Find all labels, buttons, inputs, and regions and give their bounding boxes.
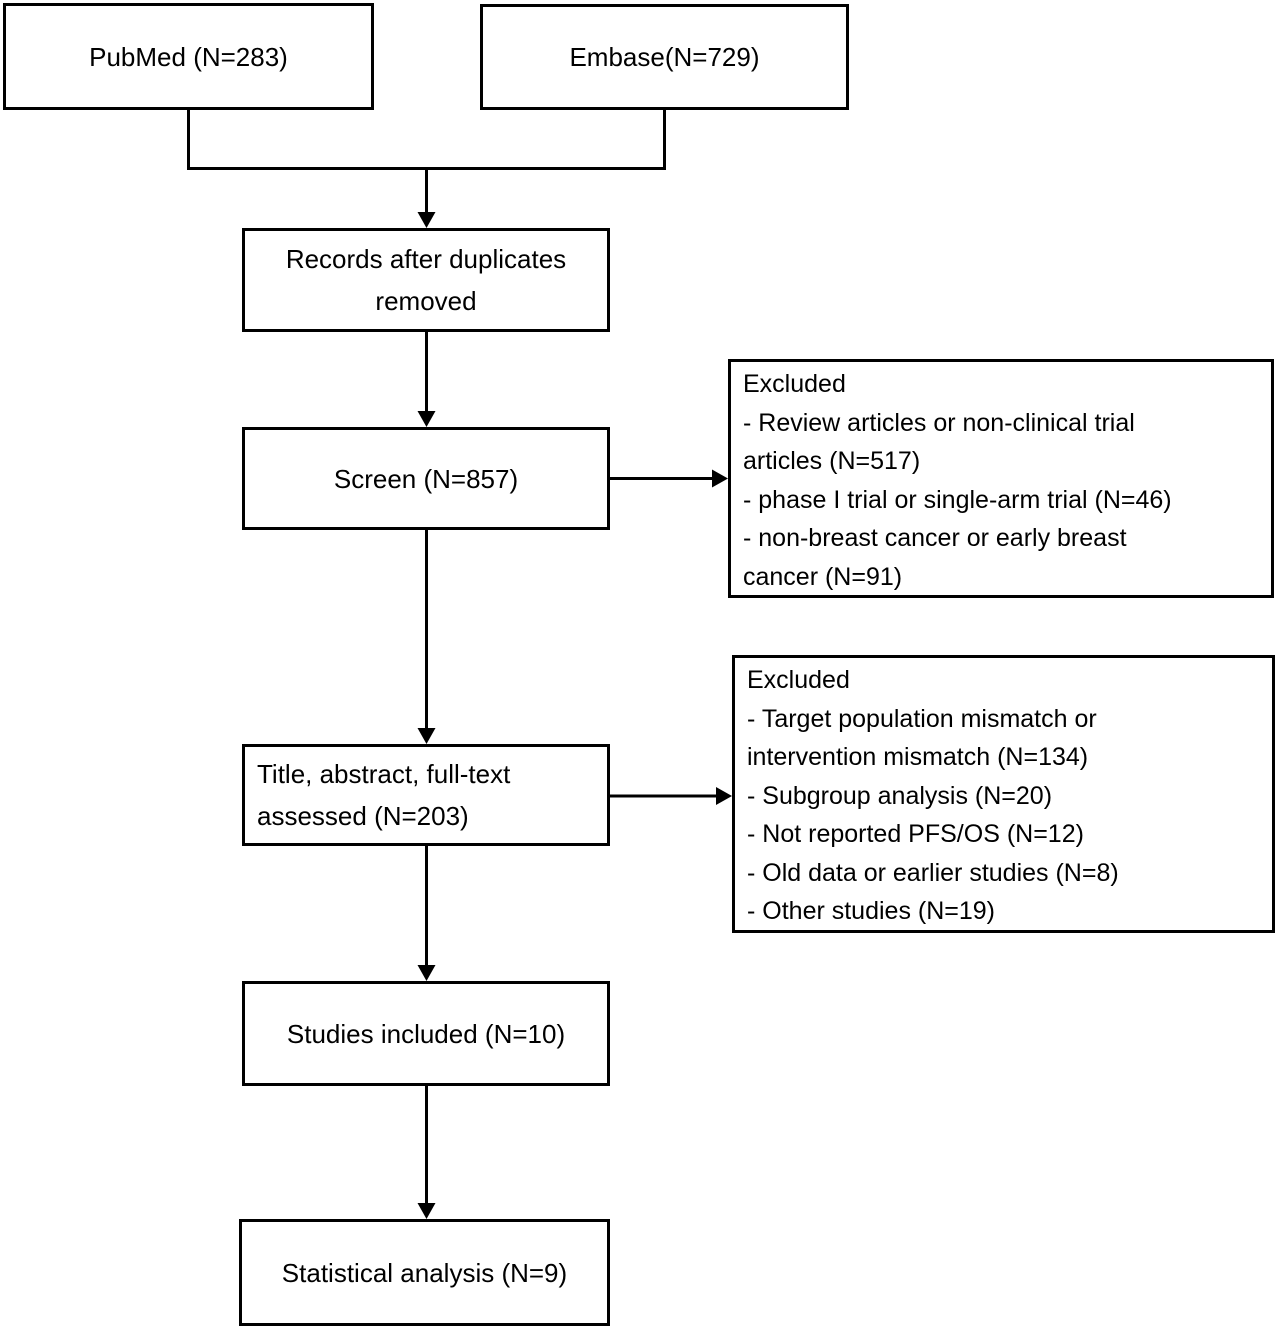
excluded-screening-item: - Review articles or non-clinical trial … <box>743 408 1135 476</box>
excluded-assessment-item: - Not reported PFS/OS (N=12) <box>747 820 1084 848</box>
box-studies-included-label: Studies included (N=10) <box>286 1018 566 1049</box>
box-studies-included: Studies included (N=10) <box>242 981 610 1086</box>
arrowhead-records-to-screen <box>417 411 436 427</box>
box-excluded-screening: Excluded - Review articles or non-clinic… <box>728 359 1274 598</box>
box-title-abstract-assessed-label: Title, abstract, full-text assessed (N=2… <box>257 759 511 831</box>
box-statistical-analysis: Statistical analysis (N=9) <box>239 1219 610 1326</box>
box-screen-label: Screen (N=857) <box>333 463 519 494</box>
box-title-abstract-assessed: Title, abstract, full-text assessed (N=2… <box>242 744 610 846</box>
arrowhead-screen-to-assessed <box>417 728 436 744</box>
excluded-screening-item: - phase I trial or single-arm trial (N=4… <box>743 485 1172 514</box>
box-records-after-duplicates: Records after duplicates removed <box>242 228 610 332</box>
arrowhead-screen-to-excluded <box>712 469 728 488</box>
box-records-after-duplicates-label: Records after duplicates removed <box>285 244 567 316</box>
arrowhead-studies-to-statistical <box>417 1203 436 1219</box>
box-screen: Screen (N=857) <box>242 427 610 530</box>
merge-bracket-line <box>187 110 666 170</box>
box-statistical-analysis-label: Statistical analysis (N=9) <box>281 1257 568 1288</box>
box-pubmed: PubMed (N=283) <box>3 3 374 110</box>
excluded-assessment-title: Excluded <box>747 666 850 694</box>
box-embase-label: Embase(N=729) <box>569 42 760 72</box>
box-pubmed-label: PubMed (N=283) <box>89 41 288 72</box>
box-excluded-assessment: Excluded - Target population mismatch or… <box>732 655 1275 933</box>
excluded-assessment-item: - Subgroup analysis (N=20) <box>747 781 1053 810</box>
box-embase: Embase(N=729) <box>480 4 849 110</box>
excluded-assessment-item: - Old data or earlier studies (N=8) <box>747 858 1119 887</box>
arrowhead-merge-to-records <box>417 212 436 228</box>
arrowhead-assessed-to-excluded <box>716 787 732 805</box>
excluded-assessment-item: - Target population mismatch or interven… <box>747 704 1097 772</box>
excluded-screening-title: Excluded <box>743 370 846 398</box>
excluded-assessment-item: - Other studies (N=19) <box>747 897 996 925</box>
arrowhead-assessed-to-studies <box>417 965 436 981</box>
excluded-screening-item: - non-breast cancer or early breast canc… <box>743 524 1127 591</box>
